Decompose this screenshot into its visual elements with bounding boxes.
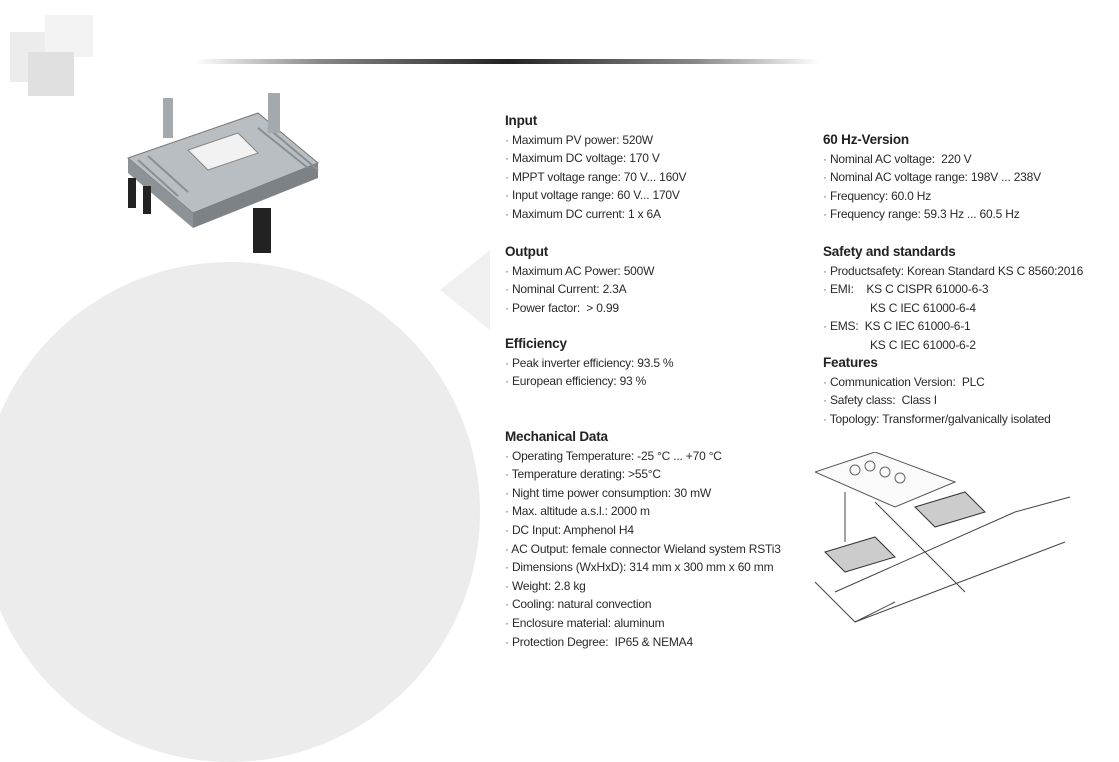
spec-section: FeaturesCommunication Version: PLCSafety… xyxy=(823,354,1051,428)
spec-item: Safety class: Class I xyxy=(823,391,1051,410)
spec-item: Night time power consumption: 30 mW xyxy=(505,484,781,503)
inverter-product-image xyxy=(127,93,319,253)
spec-item: Communication Version: PLC xyxy=(823,373,1051,392)
spec-section: Mechanical DataOperating Temperature: -2… xyxy=(505,428,781,651)
spec-item: Dimensions (WxHxD): 314 mm x 300 mm x 60… xyxy=(505,558,781,577)
spec-section: InputMaximum PV power: 520WMaximum DC vo… xyxy=(505,112,687,224)
spec-item: Nominal Current: 2.3A xyxy=(505,280,654,299)
spec-item: Protection Degree: IP65 & NEMA4 xyxy=(505,633,781,652)
spec-section: 60 Hz-VersionNominal AC voltage: 220 VNo… xyxy=(823,131,1041,224)
section-heading: Features xyxy=(823,355,878,370)
section-heading: Safety and standards xyxy=(823,244,956,259)
spec-item: Weight: 2.8 kg xyxy=(505,577,781,596)
section-heading: 60 Hz-Version xyxy=(823,132,909,147)
spec-item: Operating Temperature: -25 °C ... +70 °C xyxy=(505,447,781,466)
spec-item: Frequency: 60.0 Hz xyxy=(823,187,1041,206)
spec-item: Enclosure material: aluminum xyxy=(505,614,781,633)
spec-item: KS C IEC 61000-6-4 xyxy=(870,300,976,315)
section-heading: Efficiency xyxy=(505,336,567,351)
spec-item: Power factor: > 0.99 xyxy=(505,299,654,318)
spec-item: Frequency range: 59.3 Hz ... 60.5 Hz xyxy=(823,205,1041,224)
installation-diagram xyxy=(815,452,1071,623)
spec-item: Productsafety: Korean Standard KS C 8560… xyxy=(823,262,1083,281)
header-divider xyxy=(195,59,820,64)
spec-section: EfficiencyPeak inverter efficiency: 93.5… xyxy=(505,335,674,391)
spec-item: EMS: KS C IEC 61000-6-1 xyxy=(823,317,1083,336)
spec-item: MPPT voltage range: 70 V... 160V xyxy=(505,168,687,187)
spec-item: Input voltage range: 60 V... 170V xyxy=(505,186,686,205)
spec-item: Peak inverter efficiency: 93.5 % xyxy=(505,354,674,373)
spec-section: OutputMaximum AC Power: 500WNominal Curr… xyxy=(505,243,654,317)
spec-item: Nominal AC voltage range: 198V ... 238V xyxy=(823,168,1041,187)
section-heading: Output xyxy=(505,244,549,259)
spec-item: DC Input: Amphenol H4 xyxy=(505,521,781,540)
spec-item: Maximum DC current: 1 x 6A xyxy=(505,205,686,224)
spec-item: KS C IEC 61000-6-2 xyxy=(870,337,976,352)
spec-section: Safety and standardsProductsafety: Korea… xyxy=(823,243,1083,355)
spec-item: EMI: KS C CISPR 61000-6-3 xyxy=(823,280,1083,299)
spec-item: AC Output: female connector Wieland syst… xyxy=(505,540,781,559)
background-circle xyxy=(0,262,480,762)
spec-item: Cooling: natural convection xyxy=(505,595,781,614)
spec-item: Maximum AC Power: 500W xyxy=(505,262,655,281)
spec-item: Topology: Transformer/galvanically isola… xyxy=(823,410,1051,429)
spec-item: Temperature derating: >55°C xyxy=(505,465,781,484)
decor-square xyxy=(28,52,74,96)
decor-square xyxy=(45,15,93,57)
spec-item: Maximum PV power: 520W xyxy=(505,131,686,150)
background-shape xyxy=(440,250,490,330)
spec-item: Maximum DC voltage: 170 V xyxy=(505,149,686,168)
spec-item: Max. altitude a.s.l.: 2000 m xyxy=(505,502,781,521)
spec-item: European efficiency: 93 % xyxy=(505,372,673,391)
spec-item: Nominal AC voltage: 220 V xyxy=(823,150,1041,169)
section-heading: Input xyxy=(505,113,537,128)
section-heading: Mechanical Data xyxy=(505,429,608,444)
